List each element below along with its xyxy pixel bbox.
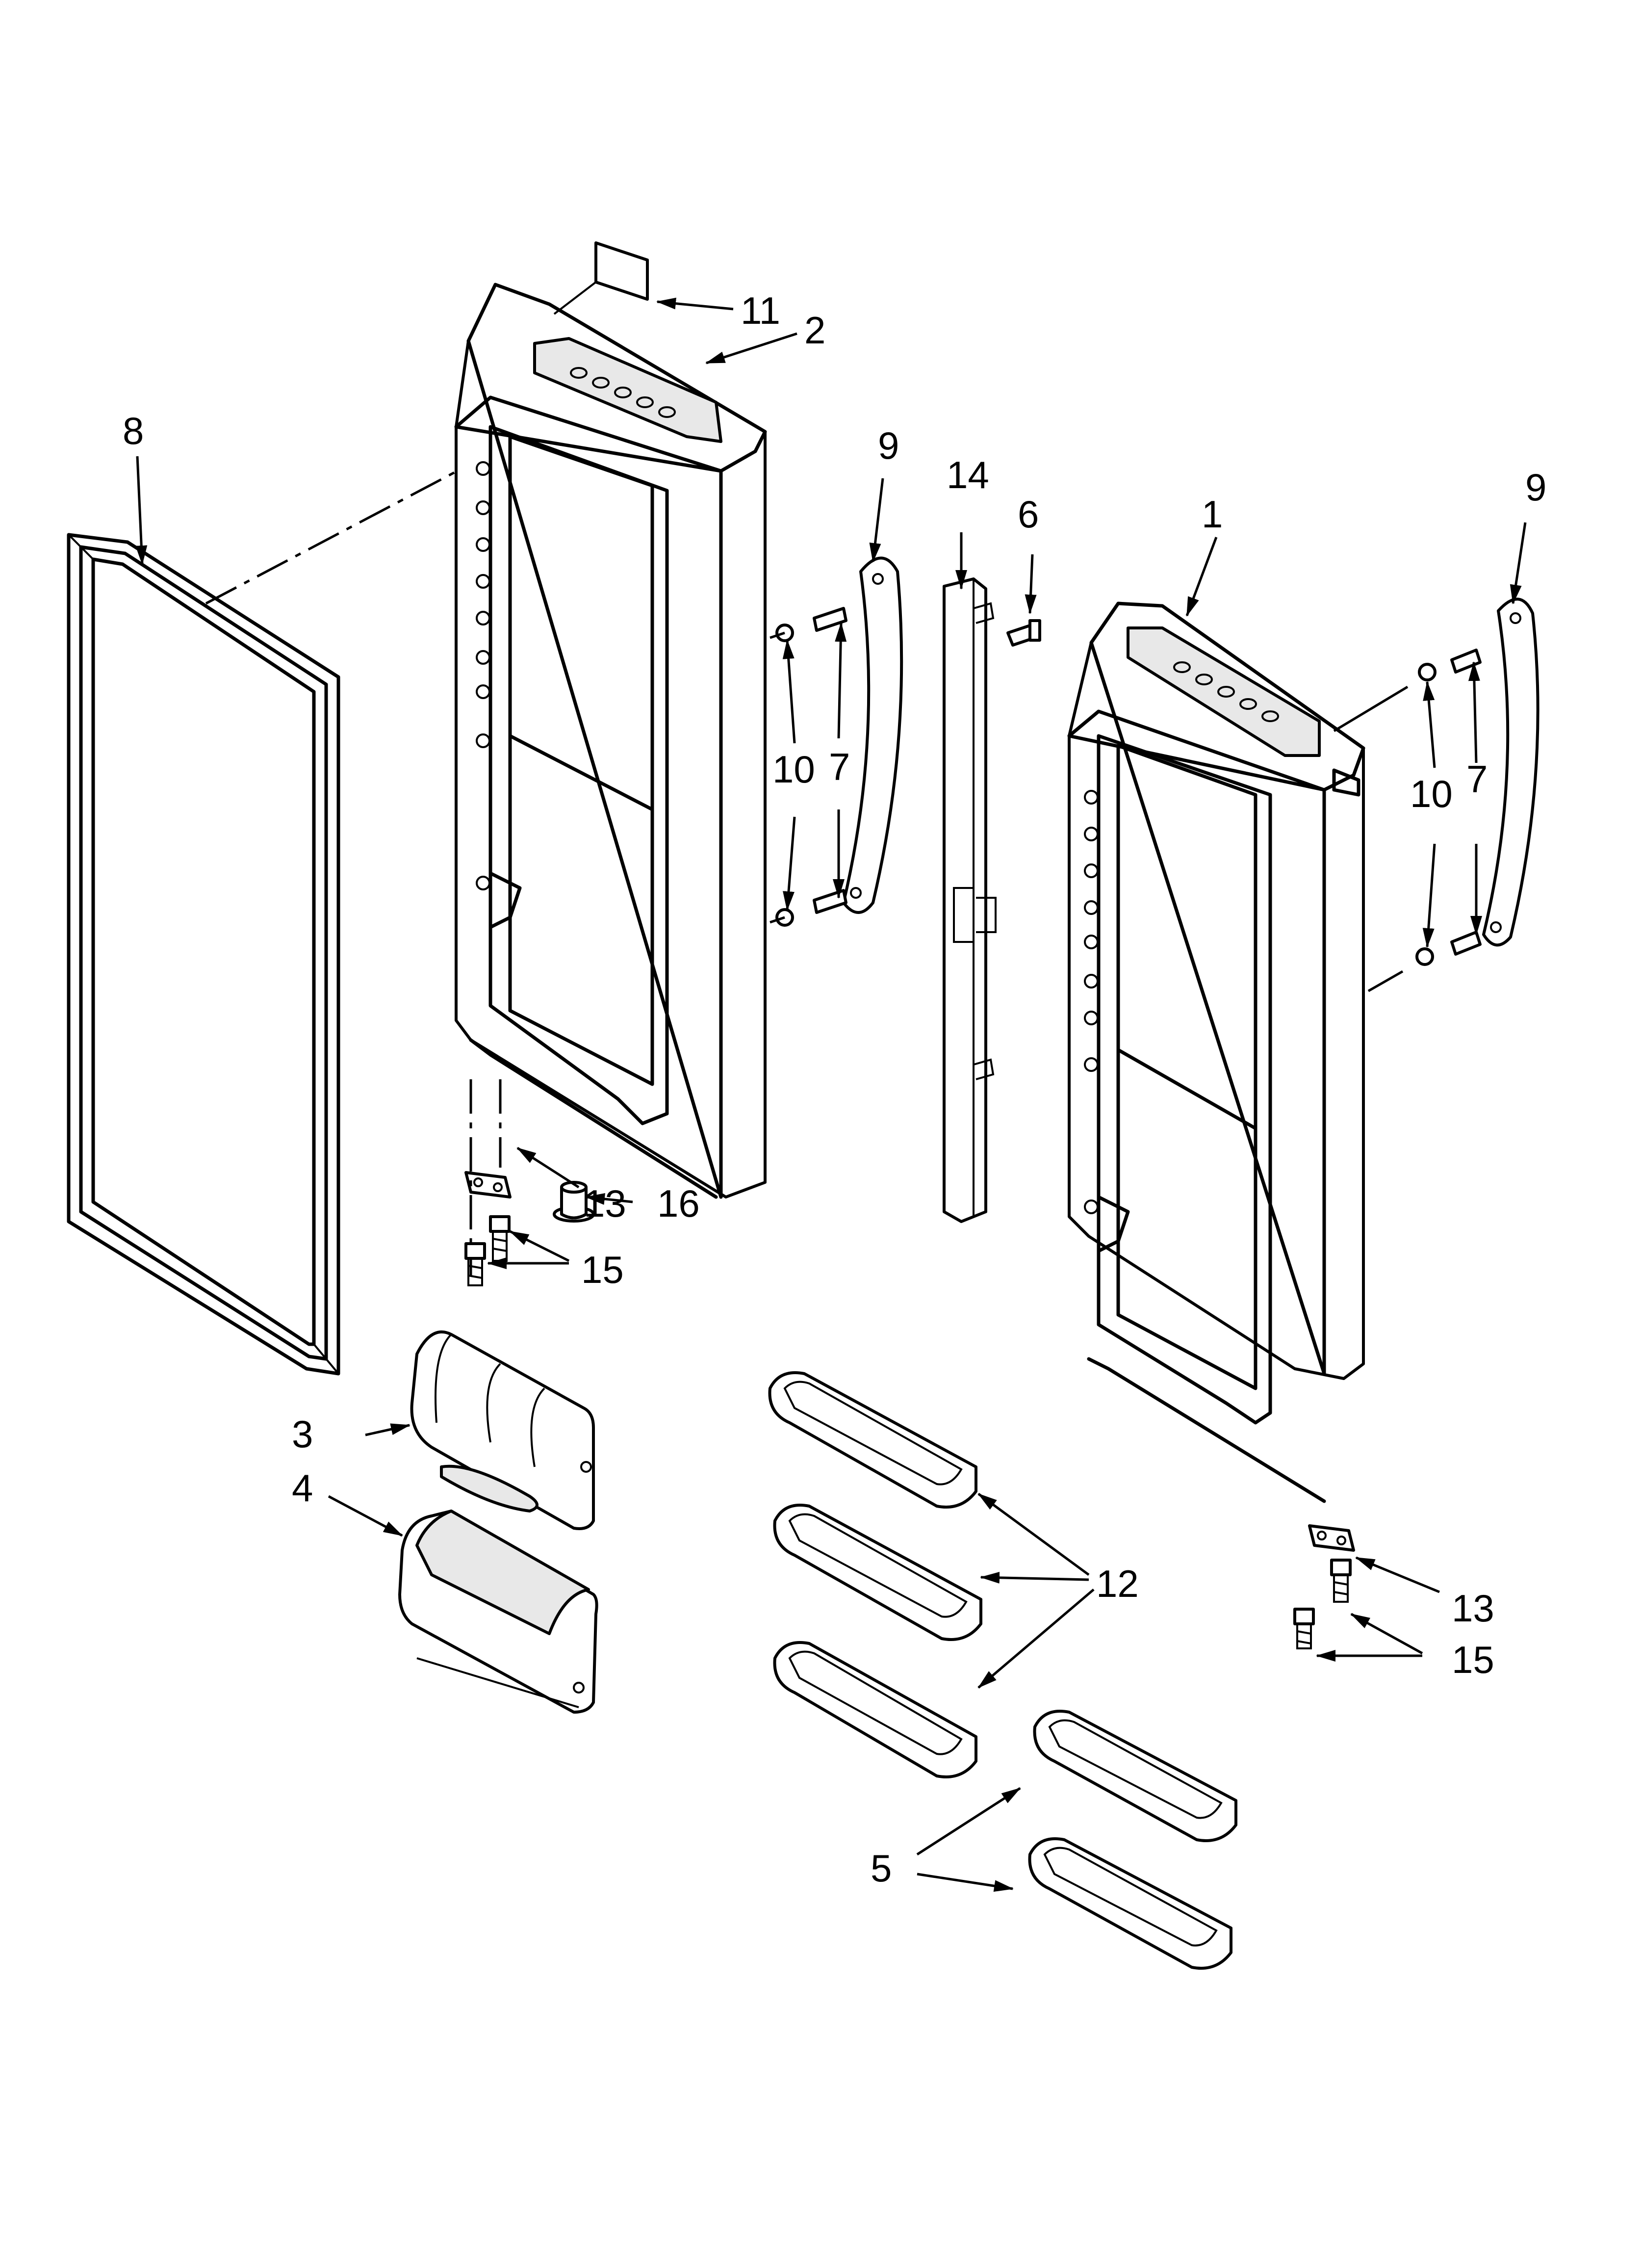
hinge-screw-right-2 bbox=[1293, 1608, 1315, 1649]
door-bin-12-upper bbox=[768, 1371, 977, 1509]
right-door-handle bbox=[1482, 598, 1539, 947]
left-door-controls bbox=[570, 367, 676, 418]
callout-5: 5 bbox=[871, 1847, 892, 1890]
door-bin-12-lower bbox=[773, 1641, 977, 1778]
hinge-screw-left-2 bbox=[464, 1242, 486, 1286]
callout-7a: 7 bbox=[829, 745, 850, 788]
guide-line-left-handle-top bbox=[770, 631, 785, 639]
right-door bbox=[1067, 601, 1365, 1503]
hinge-shim-left bbox=[464, 1171, 512, 1199]
left-door-handle bbox=[842, 556, 903, 914]
callout-2: 2 bbox=[804, 309, 825, 352]
door-bin-5-lower bbox=[1028, 1837, 1232, 1970]
label-leader bbox=[553, 281, 597, 315]
guide-line-left-handle-bottom bbox=[770, 916, 785, 924]
callout-14: 14 bbox=[947, 453, 989, 496]
hinge-shim-right bbox=[1308, 1524, 1355, 1552]
left-door bbox=[454, 283, 767, 1199]
guide-line-right-door-top bbox=[1333, 685, 1409, 732]
callout-10a: 10 bbox=[772, 748, 815, 791]
callout-9b: 9 bbox=[1525, 466, 1546, 509]
dispenser-housing bbox=[398, 1510, 598, 1714]
alignment-line-gasket bbox=[205, 411, 570, 605]
callout-13b: 13 bbox=[1452, 1587, 1494, 1630]
center-mullion bbox=[943, 577, 997, 1223]
callout-1: 1 bbox=[1202, 493, 1223, 536]
callout-3: 3 bbox=[292, 1412, 313, 1456]
guide-line-right-door-bottom bbox=[1367, 970, 1404, 992]
right-handle-fasteners bbox=[1415, 649, 1482, 966]
callout-8: 8 bbox=[123, 409, 144, 452]
callout-labels: 1 2 3 4 5 6 7 7 8 9 9 10 10 11 12 13 13 … bbox=[123, 289, 1546, 1890]
door-bin-12-middle bbox=[773, 1504, 982, 1641]
leader-arrows bbox=[135, 297, 1527, 1892]
callout-6: 6 bbox=[1018, 493, 1039, 536]
door-label bbox=[594, 241, 649, 301]
door-bin-5-upper bbox=[1033, 1710, 1237, 1842]
callout-9a: 9 bbox=[878, 424, 899, 467]
callout-10b: 10 bbox=[1410, 772, 1453, 815]
hinge-pin bbox=[553, 1181, 595, 1223]
callout-15b: 15 bbox=[1452, 1638, 1494, 1681]
left-door-bin-supports bbox=[476, 461, 490, 890]
callout-4: 4 bbox=[292, 1466, 313, 1510]
callout-16: 16 bbox=[657, 1182, 700, 1225]
door-gasket bbox=[67, 533, 340, 1376]
hinge-screw-left-1 bbox=[489, 1215, 511, 1262]
right-door-controls bbox=[1173, 661, 1279, 722]
mullion-screw bbox=[1006, 619, 1041, 647]
callout-7b: 7 bbox=[1466, 757, 1488, 801]
callout-12: 12 bbox=[1096, 1562, 1139, 1605]
dispenser-cover bbox=[410, 1330, 595, 1530]
callout-15a: 15 bbox=[581, 1248, 624, 1291]
hinge-screw-right-1 bbox=[1330, 1559, 1352, 1603]
callout-13a: 13 bbox=[584, 1182, 626, 1225]
callout-11: 11 bbox=[741, 289, 780, 332]
right-door-bin-supports bbox=[1084, 790, 1099, 1214]
